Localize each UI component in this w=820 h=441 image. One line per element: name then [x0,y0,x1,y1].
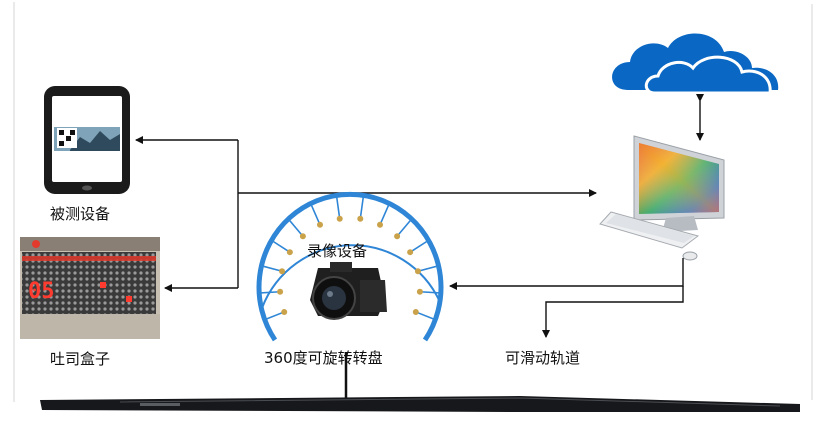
turntable-spoke [396,218,413,237]
turntable-mount [377,221,384,228]
turntable-spoke [287,218,304,237]
camera-icon [310,262,387,320]
turntable-mount [394,233,401,240]
turntable-spoke [379,202,391,226]
turntable-mount [357,215,364,222]
turntable-spoke [270,239,291,253]
label-recording-device: 录像设备 [307,242,368,260]
turntable-mount [412,308,419,315]
turntable-mount [316,221,323,228]
turntable-spoke [263,311,285,321]
turntable-spoke [417,264,440,273]
turntable-mount [416,288,423,295]
turntable-spoke [409,239,430,253]
turntable-mount [281,308,288,315]
label-slide-rail: 可滑动轨道 [505,349,581,367]
label-device-under-test: 被测设备 [50,205,111,223]
turntable-spoke [309,202,321,226]
turntable-mount [279,268,286,275]
led-box-icon: 05 [20,237,160,339]
turntable-spoke [419,290,442,294]
turntable-mount [299,233,306,240]
rail-track-icon [40,396,800,412]
turntable-spoke [415,311,437,321]
desktop-computer-icon [599,135,725,261]
turntable-spoke [260,264,283,273]
label-toast-box: 吐司盒子 [50,350,111,368]
turntable-mount [277,288,284,295]
turntable-mount [407,249,414,256]
arrow-to-turntable [449,258,684,290]
led-display-text: 05 [28,279,55,304]
turntable-mount [286,249,293,256]
smartphone-icon [44,86,130,194]
turntable-spoke [258,290,281,294]
turntable-spoke [359,195,365,219]
cloud-icon [612,33,779,95]
turntable-mount [414,268,421,275]
label-turntable: 360度可旋转转盘 [264,349,383,367]
turntable-mount [336,215,343,222]
turntable-spoke [335,195,341,219]
arrow-to-rail [542,286,684,338]
turntable-ring-icon [256,191,444,342]
